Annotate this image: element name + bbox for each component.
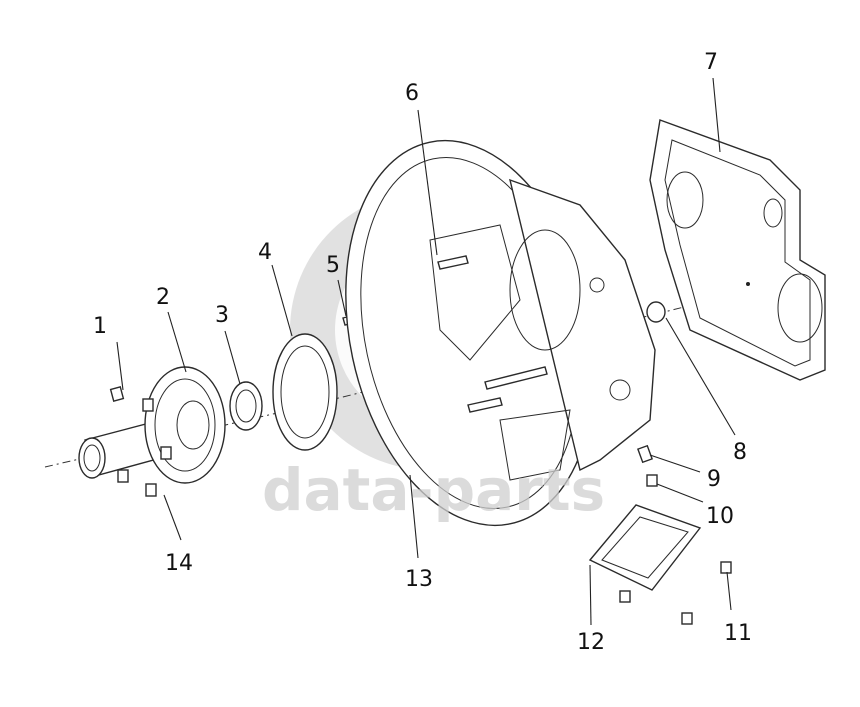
plug [646,301,666,323]
callout-3: 3 [215,303,229,328]
callout-13: 13 [405,567,433,592]
callout-8: 8 [733,440,747,465]
fittings [637,444,658,487]
callout-12: 12 [577,630,605,655]
callout-6: 6 [405,81,419,106]
callout-14: 14 [165,551,193,576]
gasket-plate [649,119,826,381]
gasket [272,333,338,451]
seal-ring [229,381,263,431]
watermark-text: data-parts [262,456,605,524]
callout-11: 11 [724,621,752,646]
callout-2: 2 [156,285,170,310]
small-bolts [109,386,172,497]
callout-9: 9 [707,467,721,492]
cover-screws [619,561,732,625]
callout-7: 7 [704,50,718,75]
bell-housing [345,139,656,527]
cover-plate [588,504,702,591]
shaft-flange-assembly [78,366,226,484]
callout-4: 4 [258,240,272,265]
callout-labels: 1 2 3 4 5 6 7 8 9 10 11 12 13 14 [93,50,752,655]
callout-10: 10 [706,504,734,529]
callout-1: 1 [93,314,107,339]
callout-5: 5 [326,253,340,278]
leader-lines [116,77,736,626]
